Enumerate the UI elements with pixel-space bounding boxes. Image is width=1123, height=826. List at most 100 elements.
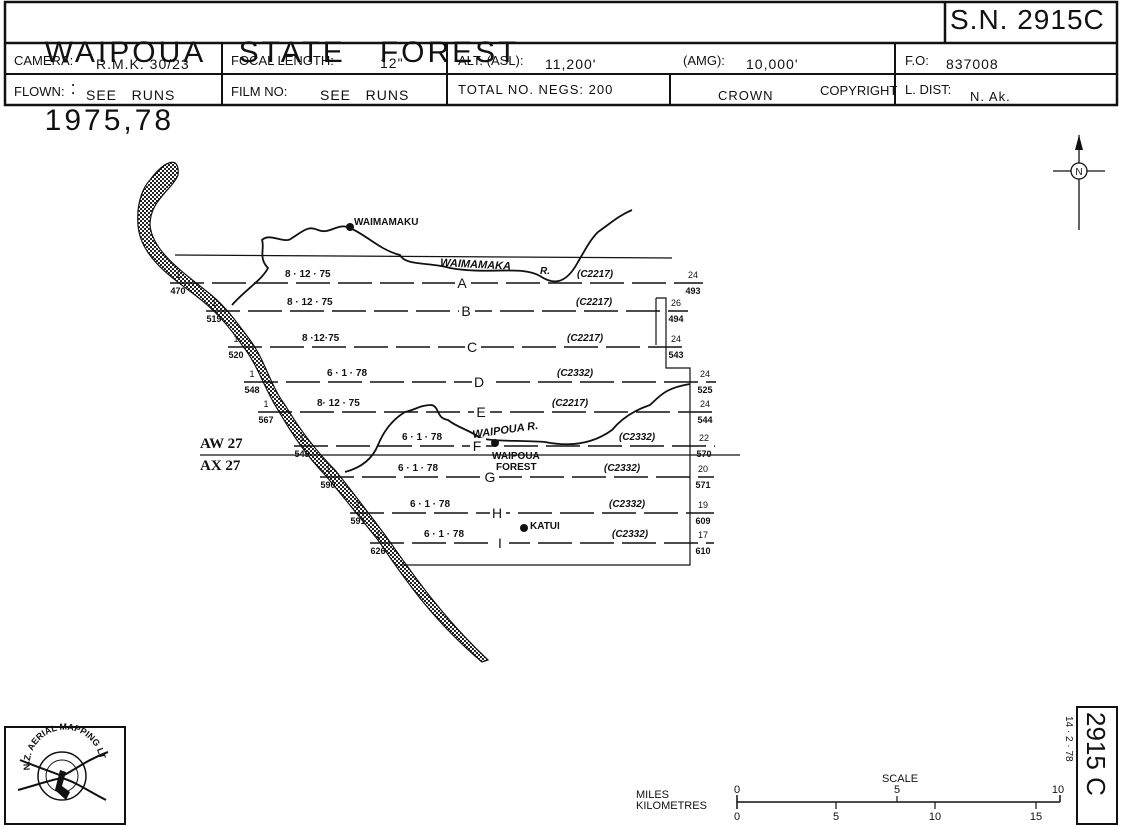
run-start-frame: 1 xyxy=(233,334,238,344)
run-start-frame: 1 xyxy=(325,464,330,474)
waipoua-forest-marker xyxy=(491,439,499,447)
run-start-frame: 1 xyxy=(375,530,380,540)
run-start-frame: 1 xyxy=(355,500,360,510)
run-start-neg: 520 xyxy=(228,350,243,360)
side-date: 14 · 2 · 78 xyxy=(1063,716,1074,762)
waimamaka-river xyxy=(231,209,633,306)
waipoua-river-label: WAIPOUA R. xyxy=(472,420,539,441)
run-end-neg: 570 xyxy=(696,449,711,459)
run-letter-a: A xyxy=(457,275,467,291)
altitude-value: 11,200' xyxy=(545,56,597,72)
km-tick-0: 0 xyxy=(734,811,740,823)
run-letter-bg xyxy=(493,535,509,551)
run-end-neg: 543 xyxy=(668,350,683,360)
film-no-label: FILM NO: xyxy=(231,84,288,99)
run-letter-f: F xyxy=(473,438,482,454)
run-film-number: (C2332) xyxy=(619,432,656,443)
coastline xyxy=(137,161,490,663)
run-end-frame: 24 xyxy=(700,399,710,409)
run-film-number: (C2332) xyxy=(609,499,646,510)
run-film-number: (C2217) xyxy=(577,269,614,280)
fo-label: F.O: xyxy=(905,53,929,68)
run-end-neg: 610 xyxy=(695,546,710,556)
run-letter-bg xyxy=(455,275,471,291)
run-film-number: (C2332) xyxy=(557,368,594,379)
run-start-frame: 1 xyxy=(263,399,268,409)
waimamaku-marker xyxy=(346,223,354,231)
scale-label: SCALE xyxy=(882,773,918,785)
grid-label-aw: AW 27 xyxy=(200,436,243,452)
focal-length-value: 12" xyxy=(380,55,404,71)
run-film-number: (C2217) xyxy=(567,333,604,344)
run-date: 8 · 12 · 75 xyxy=(285,269,331,280)
altitude-label: ALT. (ASL): xyxy=(458,53,524,68)
title-name: WAIPOUA STATE FOREST xyxy=(44,36,520,69)
copyright-label: COPYRIGHT xyxy=(820,83,898,98)
run-start-neg: 548 xyxy=(244,385,259,395)
camera-value: R.M.K. 30/23 xyxy=(96,56,190,72)
run-letter-h: H xyxy=(492,505,502,521)
run-end-neg: 544 xyxy=(697,415,712,425)
run-date: 8· 12 · 75 xyxy=(317,398,360,409)
waipoua-river xyxy=(344,383,691,473)
kilometres-label: KILOMETRES xyxy=(636,800,707,812)
run-letter-bg xyxy=(474,404,490,420)
run-end-frame: 17 xyxy=(698,530,708,540)
waipoua-forest-label-1: WAIPOUA xyxy=(492,451,540,462)
run-date: 8 · 12 · 75 xyxy=(287,297,333,308)
fo-value: 837008 xyxy=(946,56,999,72)
sheet-number: S.N. 2915C xyxy=(950,4,1105,35)
waimamaka-river-label: WAIMAMAKA xyxy=(440,257,511,273)
run-start-neg: 626 xyxy=(370,546,385,556)
run-date: 6 · 1 · 78 xyxy=(410,499,450,510)
run-start-neg: 567 xyxy=(258,415,273,425)
run-film-number: (C2332) xyxy=(604,463,641,474)
run-start-frame: 1 xyxy=(249,369,254,379)
run-start-frame: 1 xyxy=(211,298,216,308)
l-dist-label: L. DIST: xyxy=(905,82,952,97)
camera-label: CAMERA: xyxy=(14,53,74,68)
flown-label: FLOWN: xyxy=(14,84,65,99)
run-start-neg: 590 xyxy=(320,480,335,490)
logo-frame xyxy=(4,726,126,825)
boundary-top xyxy=(174,254,673,259)
north-label: N xyxy=(1075,167,1082,178)
run-film-number: (C2332) xyxy=(612,529,649,540)
run-letter-e: E xyxy=(476,404,485,420)
north-arrow: N xyxy=(1053,135,1105,230)
run-end-frame: 22 xyxy=(699,433,709,443)
run-letter-bg xyxy=(490,505,506,521)
run-date: 6 · 1 · 78 xyxy=(327,368,367,379)
run-end-frame: 24 xyxy=(671,334,681,344)
run-film-number: (C2217) xyxy=(576,297,613,308)
l-dist-value: N. Ak. xyxy=(970,89,1011,104)
waimamaku-label: WAIMAMAKU xyxy=(354,217,418,228)
sheet-title: WAIPOUA STATE FOREST : 1975,78 xyxy=(22,2,520,138)
run-letter-d: D xyxy=(474,374,484,390)
katui-marker xyxy=(520,524,528,532)
km-tick-15: 15 xyxy=(1030,811,1042,823)
run-letter-bg xyxy=(472,374,488,390)
crown-label: CROWN xyxy=(718,88,774,103)
run-letter-i: I xyxy=(498,535,502,551)
forest-boundary xyxy=(400,297,691,566)
run-start-neg: 519 xyxy=(206,314,221,324)
katui-label: KATUI xyxy=(530,521,560,532)
run-end-frame: 19 xyxy=(698,500,708,510)
focal-length-label: FOCAL LENGTH: xyxy=(231,53,334,68)
run-end-neg: 609 xyxy=(695,516,710,526)
waimamaka-r-label: R. xyxy=(540,266,550,277)
run-start-neg: 470 xyxy=(170,286,185,296)
run-start-frame: 1 xyxy=(299,433,304,443)
run-letter-bg xyxy=(483,469,499,485)
waipoua-forest-label-2: FOREST xyxy=(496,462,537,473)
miles-tick-10: 10 xyxy=(1052,784,1064,796)
run-end-frame: 24 xyxy=(700,369,710,379)
km-tick-10: 10 xyxy=(929,811,941,823)
run-end-neg: 494 xyxy=(668,314,683,324)
side-number: 2915 C xyxy=(1081,712,1111,796)
side-number-frame xyxy=(1076,706,1118,825)
run-end-frame: 26 xyxy=(671,298,681,308)
run-start-neg: 549 xyxy=(294,449,309,459)
run-end-frame: 20 xyxy=(698,464,708,474)
